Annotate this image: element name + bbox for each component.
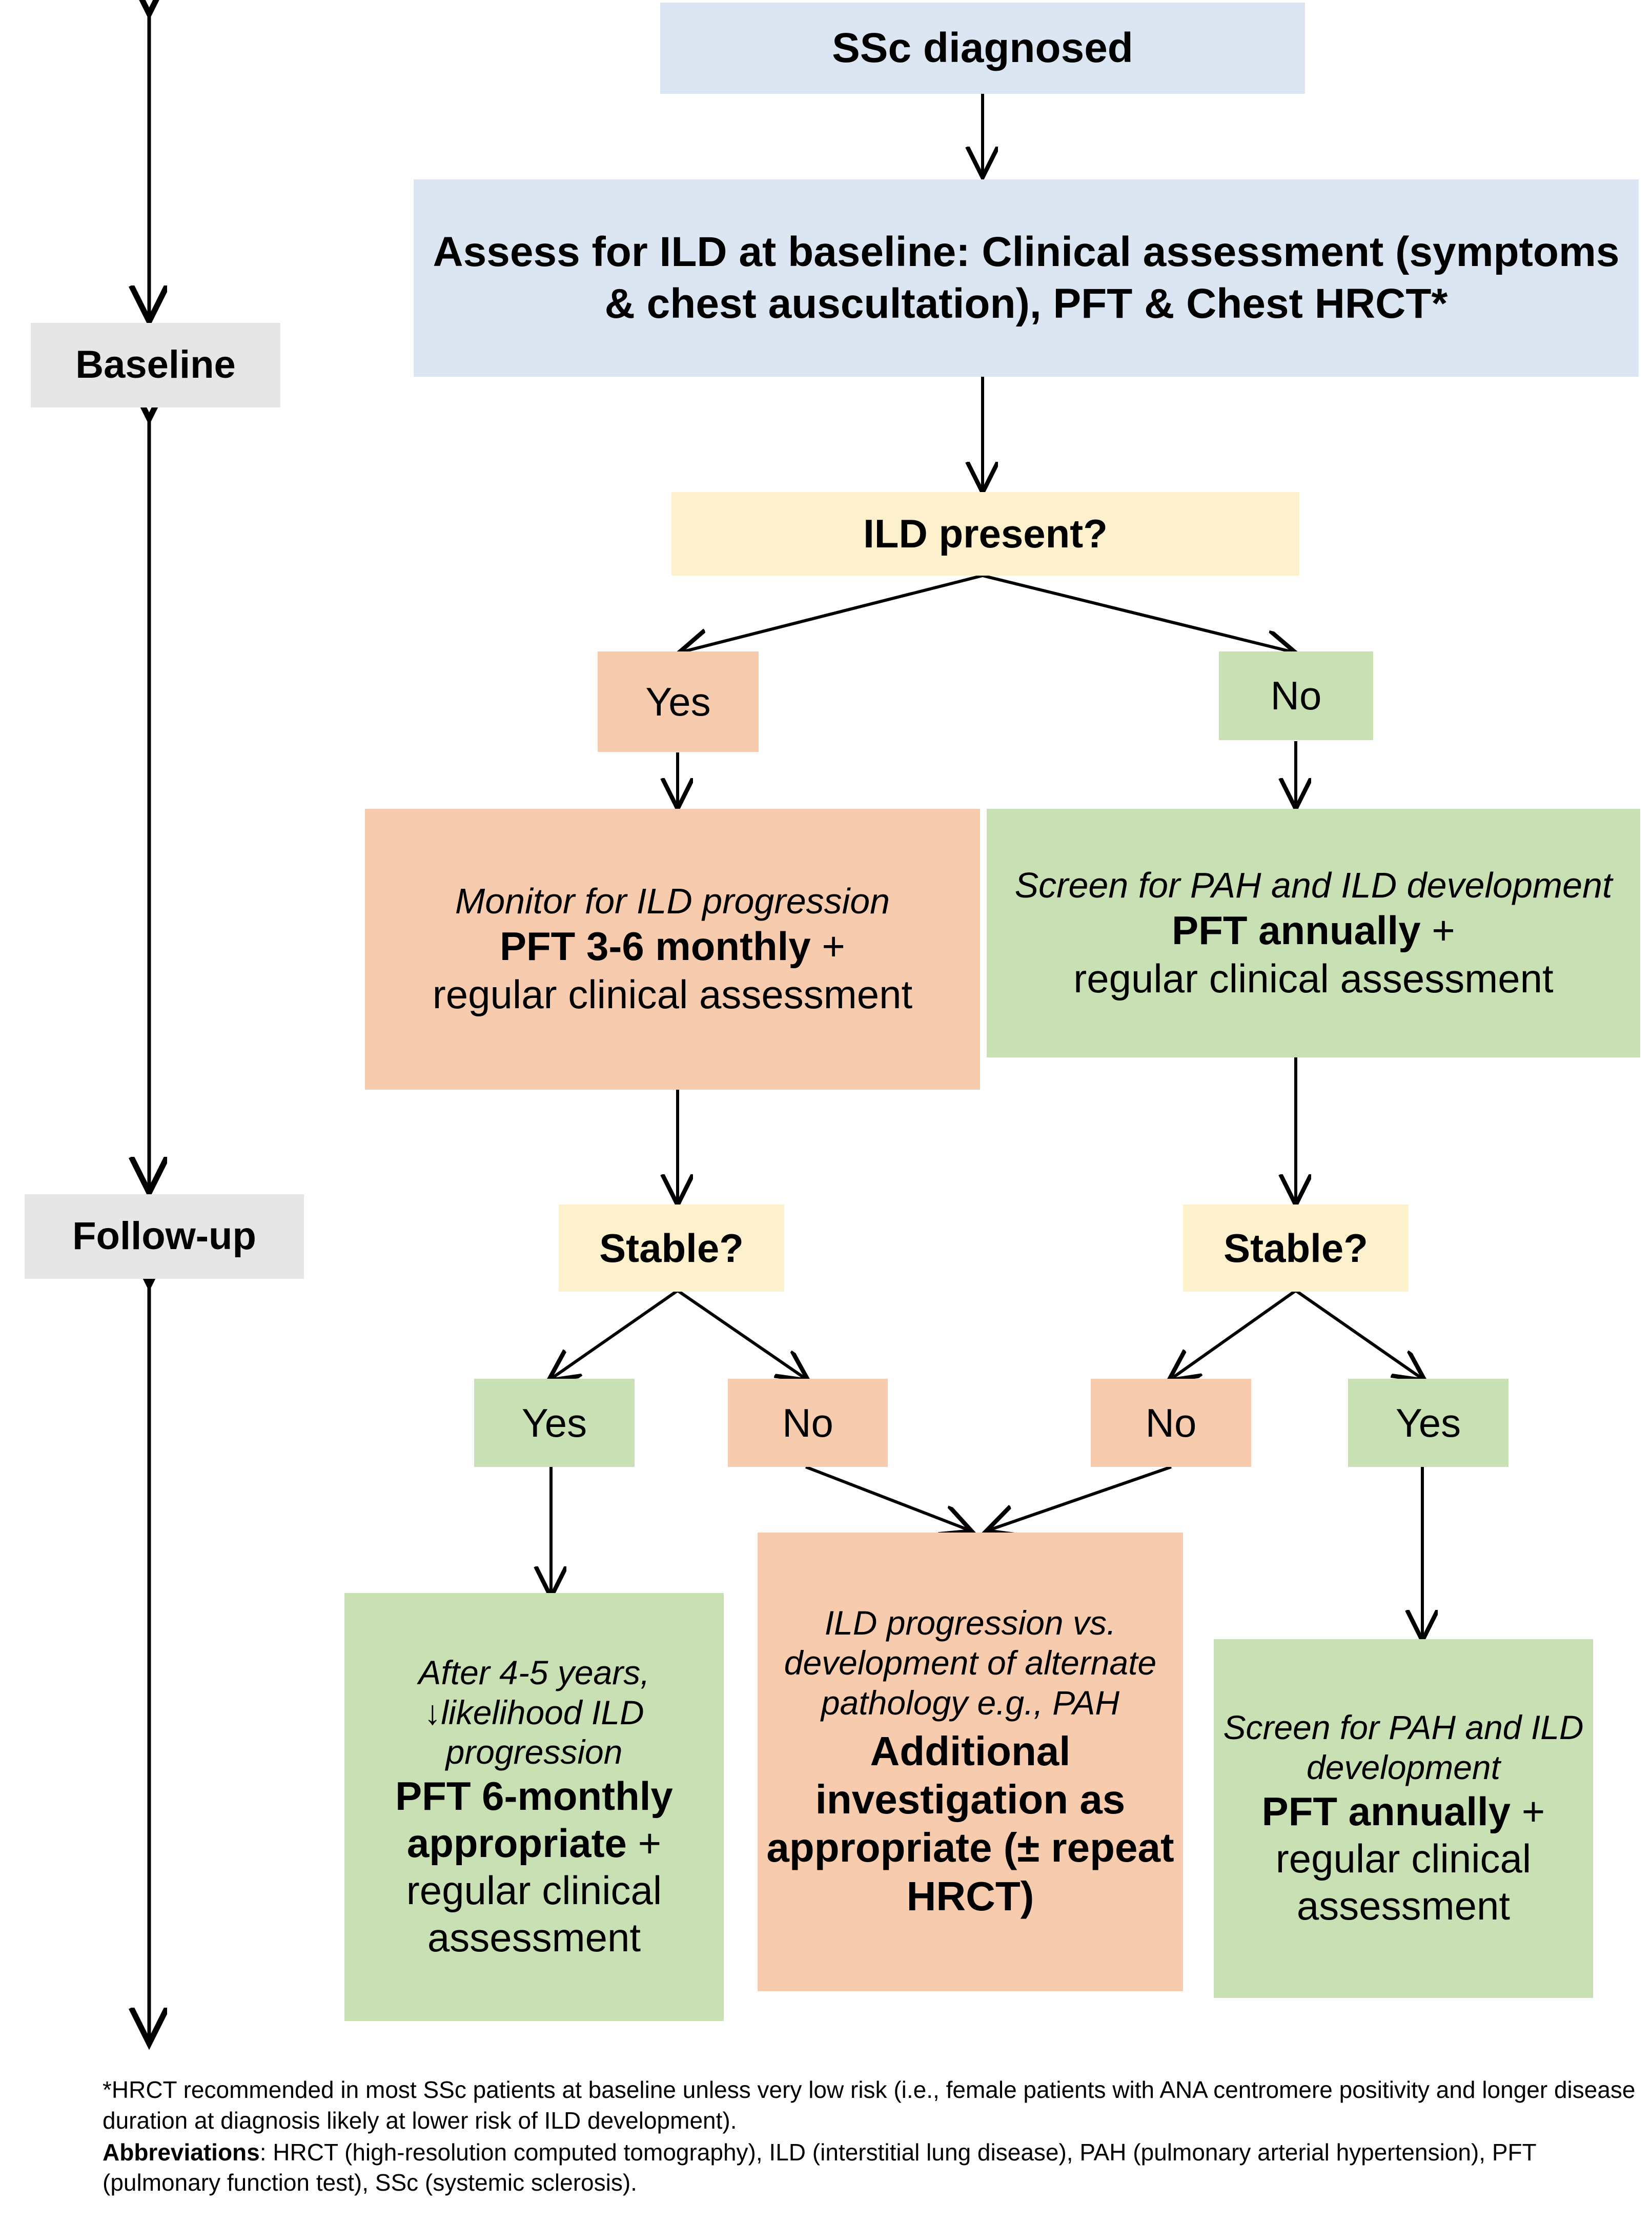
- decision-stable-right-label: Stable?: [1223, 1225, 1368, 1271]
- action-after-4-5-years[interactable]: After 4-5 years, ↓likelihood ILD progres…: [344, 1593, 724, 2021]
- footnote-abbreviations-label: Abbreviations: [103, 2138, 260, 2166]
- branch-ild-no-label: No: [1270, 673, 1322, 719]
- branch-stable-left-yes-label: Yes: [521, 1400, 587, 1445]
- node-ssc-diagnosed[interactable]: SSc diagnosed: [660, 3, 1305, 94]
- node-assess-baseline[interactable]: Assess for ILD at baseline: Clinical ass…: [414, 179, 1639, 377]
- branch-stable-right-no-label: No: [1145, 1400, 1197, 1445]
- phase-label-baseline: Baseline: [31, 323, 280, 407]
- phase-label-followup: Follow-up: [25, 1194, 304, 1279]
- action-additional-investigation-bold: Additional investigation as appropriate …: [766, 1728, 1174, 1919]
- footnote-star-note: *HRCT recommended in most SSc patients a…: [103, 2076, 1636, 2134]
- action-screen-pah-bottom-main: PFT annually +: [1262, 1788, 1545, 1835]
- footnote-abbreviations-text: : HRCT (high-resolution computed tomogra…: [103, 2138, 1536, 2196]
- action-monitor-ild-progression-italic: Monitor for ILD progression: [455, 881, 890, 922]
- action-after-4-5-years-bold: PFT 6-monthly appropriate: [395, 1773, 673, 1866]
- action-screen-pah-top-italic: Screen for PAH and ILD development: [1014, 865, 1613, 905]
- action-screen-pah-top-plus: +: [1420, 907, 1455, 953]
- decision-stable-left-label: Stable?: [599, 1225, 744, 1271]
- phase-label-baseline-text: Baseline: [75, 343, 236, 387]
- decision-stable-right[interactable]: Stable?: [1183, 1205, 1409, 1292]
- action-screen-pah-top-normal: regular clinical assessment: [1073, 955, 1554, 1001]
- branch-stable-right-yes[interactable]: Yes: [1348, 1379, 1508, 1467]
- branch-stable-left-yes[interactable]: Yes: [474, 1379, 635, 1467]
- footnote-block: *HRCT recommended in most SSc patients a…: [103, 2075, 1640, 2199]
- action-after-4-5-years-normal: regular clinical assessment: [406, 1868, 662, 1961]
- action-monitor-ild-progression-bold: PFT 3-6 monthly: [500, 924, 811, 969]
- decision-ild-present-label: ILD present?: [863, 511, 1108, 557]
- branch-stable-right-no[interactable]: No: [1091, 1379, 1251, 1467]
- node-ssc-diagnosed-label: SSc diagnosed: [832, 25, 1133, 72]
- action-screen-pah-top[interactable]: Screen for PAH and ILD development PFT a…: [987, 809, 1640, 1057]
- node-assess-baseline-label: Assess for ILD at baseline: Clinical ass…: [433, 229, 1620, 327]
- action-screen-pah-bottom-plus: +: [1511, 1788, 1545, 1834]
- branch-ild-no[interactable]: No: [1219, 651, 1373, 740]
- action-screen-pah-bottom-bold: PFT annually: [1261, 1788, 1511, 1834]
- branch-stable-left-no-label: No: [782, 1400, 833, 1445]
- action-monitor-ild-progression[interactable]: Monitor for ILD progression PFT 3-6 mont…: [365, 809, 980, 1090]
- phase-label-followup-text: Follow-up: [72, 1214, 256, 1258]
- action-after-4-5-years-italic: After 4-5 years, ↓likelihood ILD progres…: [418, 1653, 650, 1771]
- action-screen-pah-bottom[interactable]: Screen for PAH and ILD development PFT a…: [1214, 1639, 1593, 1998]
- action-screen-pah-bottom-italic: Screen for PAH and ILD development: [1223, 1708, 1584, 1786]
- footnote-abbreviations: Abbreviations: HRCT (high-resolution com…: [103, 2137, 1640, 2199]
- branch-stable-left-no[interactable]: No: [728, 1379, 888, 1467]
- action-after-4-5-years-main: PFT 6-monthly appropriate +: [350, 1772, 719, 1867]
- action-screen-pah-top-bold: PFT annually: [1172, 907, 1421, 953]
- decision-stable-left[interactable]: Stable?: [559, 1205, 784, 1292]
- branch-ild-yes-label: Yes: [645, 679, 711, 724]
- action-screen-pah-top-main: PFT annually +: [1172, 907, 1455, 955]
- action-monitor-ild-progression-main: PFT 3-6 monthly +: [500, 923, 845, 971]
- branch-ild-yes[interactable]: Yes: [598, 651, 759, 752]
- action-monitor-ild-progression-normal: regular clinical assessment: [432, 972, 913, 1017]
- decision-ild-present[interactable]: ILD present?: [671, 492, 1299, 576]
- branch-stable-right-yes-label: Yes: [1395, 1400, 1461, 1445]
- action-additional-investigation[interactable]: ILD progression vs. development of alter…: [758, 1533, 1183, 1991]
- action-screen-pah-bottom-normal: regular clinical assessment: [1275, 1835, 1532, 1928]
- action-additional-investigation-italic: ILD progression vs. development of alter…: [784, 1603, 1157, 1722]
- action-after-4-5-years-plus: +: [626, 1821, 662, 1866]
- action-monitor-ild-progression-plus: +: [810, 924, 845, 969]
